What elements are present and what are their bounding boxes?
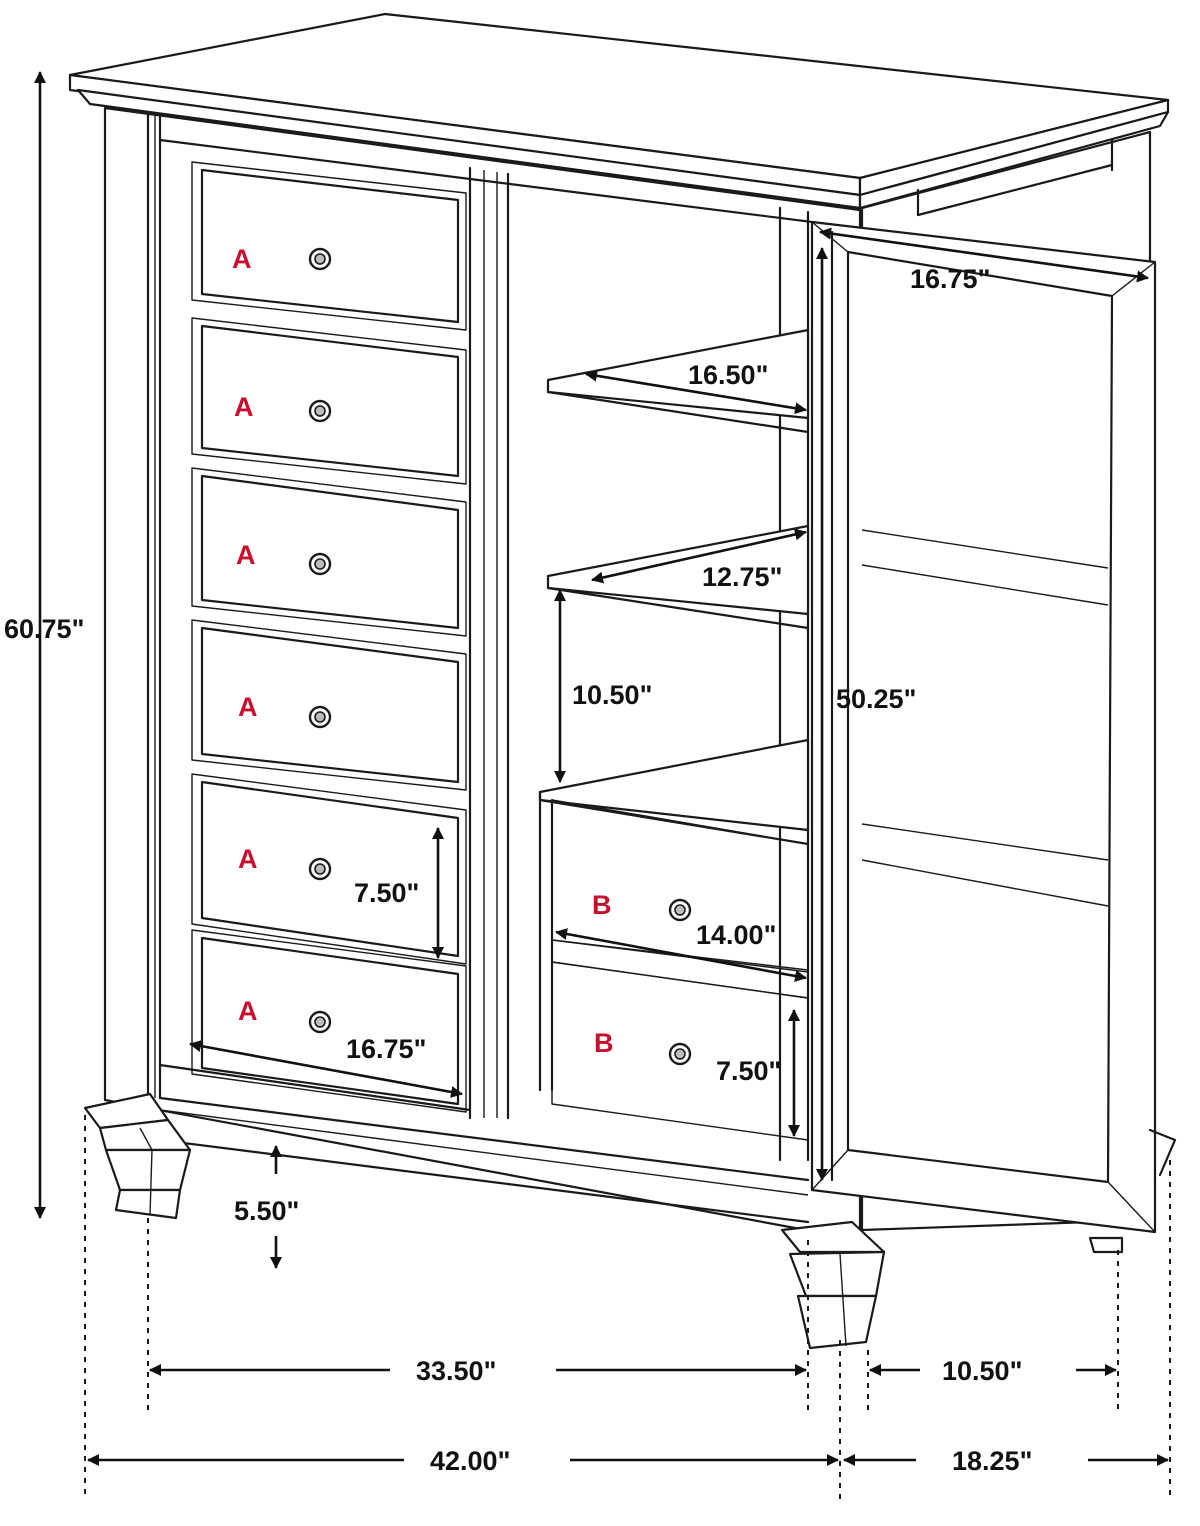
inner-width-label: 33.50" bbox=[416, 1356, 496, 1386]
drawer-b-width-label: 14.00" bbox=[696, 920, 776, 950]
door-height-label: 50.25" bbox=[836, 684, 916, 714]
shelf-spacing-label: 10.50" bbox=[572, 680, 652, 710]
drawer-label-a: A bbox=[232, 244, 252, 274]
drawer-b-height-label: 7.50" bbox=[716, 1056, 781, 1086]
door-depth-label: 10.50" bbox=[942, 1356, 1022, 1386]
top-panel bbox=[68, 12, 1170, 210]
shelf-depth-top-label: 16.50" bbox=[688, 360, 768, 390]
shelf-depth-middle-label: 12.75" bbox=[702, 562, 782, 592]
overall-depth-label: 18.25" bbox=[952, 1446, 1032, 1476]
drawer-label-a: A bbox=[238, 996, 258, 1026]
dimension-labels: 60.75" 16.75" 16.50" 12.75" 10.50" 50.25… bbox=[4, 264, 1032, 1476]
leg-height-label: 5.50" bbox=[234, 1196, 299, 1226]
left-drawer-knobs bbox=[308, 247, 332, 1034]
drawer-a-height-label: 7.50" bbox=[354, 878, 419, 908]
right-drawer-knobs bbox=[668, 898, 692, 1066]
open-door bbox=[810, 220, 1177, 1234]
drawer-label-a: A bbox=[234, 392, 254, 422]
overall-width-label: 42.00" bbox=[430, 1446, 510, 1476]
drawer-label-a: A bbox=[236, 540, 256, 570]
drawer-label-a: A bbox=[238, 844, 258, 874]
drawer-label-b: B bbox=[592, 890, 612, 920]
overall-height-label: 60.75" bbox=[4, 614, 84, 644]
door-width-label: 16.75" bbox=[910, 264, 990, 294]
drawer-a-width-label: 16.75" bbox=[346, 1034, 426, 1064]
drawer-label-b: B bbox=[594, 1028, 614, 1058]
drawer-label-a: A bbox=[238, 692, 258, 722]
drawer-labels: A A A A A A B B bbox=[232, 244, 614, 1058]
extension-lines bbox=[84, 1115, 1171, 1500]
dimension-arrows bbox=[34, 71, 1169, 1466]
base-and-legs bbox=[83, 1092, 1124, 1350]
left-drawer-stack bbox=[191, 161, 467, 1113]
